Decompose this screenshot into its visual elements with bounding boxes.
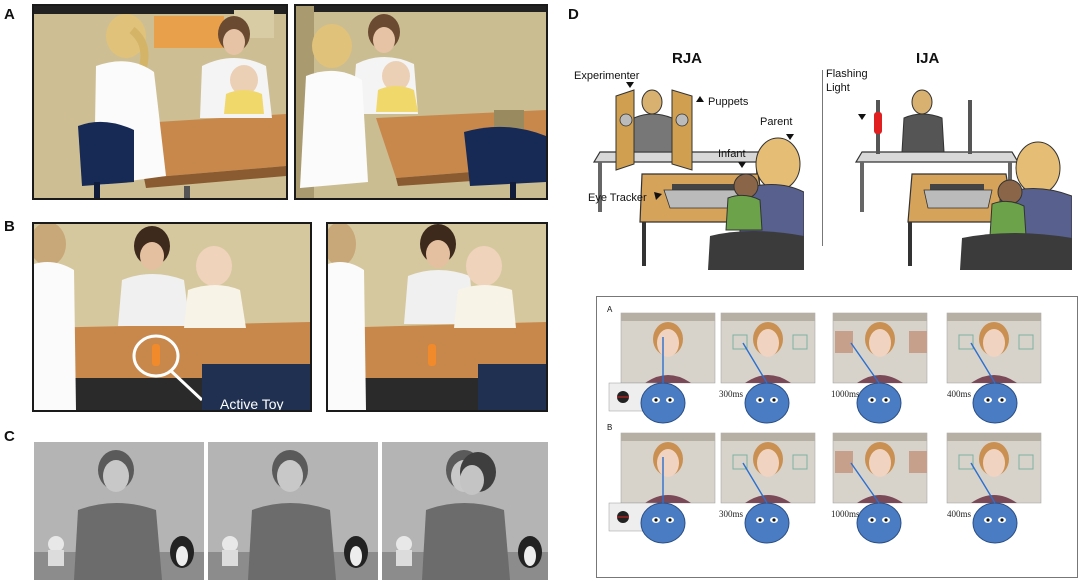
label-light: Light xyxy=(826,82,850,94)
time-label-a1: 300ms xyxy=(719,389,744,399)
ija-title: IJA xyxy=(916,50,940,67)
time-label-b1: 300ms xyxy=(719,509,744,519)
rja-illustration: Experimenter Puppets Parent Infant Eye T… xyxy=(574,66,804,270)
gaze-cueing-inset: A B xyxy=(596,296,1078,578)
photo-b-left: Active Toy xyxy=(32,222,312,412)
time-label-a2: 1000ms xyxy=(831,389,860,399)
inset-row-a-letter: A xyxy=(607,305,613,314)
panel-letter-a: A xyxy=(4,6,15,23)
label-infant: Infant xyxy=(718,148,746,160)
label-parent: Parent xyxy=(760,116,793,128)
label-eye-tracker: Eye Tracker xyxy=(588,192,647,204)
active-toy-label: Active Toy xyxy=(220,396,284,412)
rja-ija-divider xyxy=(822,70,823,246)
label-flashing: Flashing xyxy=(826,68,868,80)
photo-c-strip xyxy=(34,442,548,580)
rja-title: RJA xyxy=(672,50,703,67)
label-experimenter: Experimenter xyxy=(574,70,640,82)
photo-a-right xyxy=(294,4,548,200)
photo-b-right xyxy=(326,222,548,412)
time-label-a3: 400ms xyxy=(947,389,972,399)
inset-row-b-letter: B xyxy=(607,423,613,432)
panel-letter-c: C xyxy=(4,428,15,445)
panel-letter-d: D xyxy=(568,6,579,23)
panel-letter-b: B xyxy=(4,218,15,235)
label-puppets: Puppets xyxy=(708,96,749,108)
photo-a-left xyxy=(32,4,288,200)
ija-illustration: Flashing Light xyxy=(826,66,1072,270)
time-label-b2: 1000ms xyxy=(831,509,860,519)
time-label-b3: 400ms xyxy=(947,509,972,519)
